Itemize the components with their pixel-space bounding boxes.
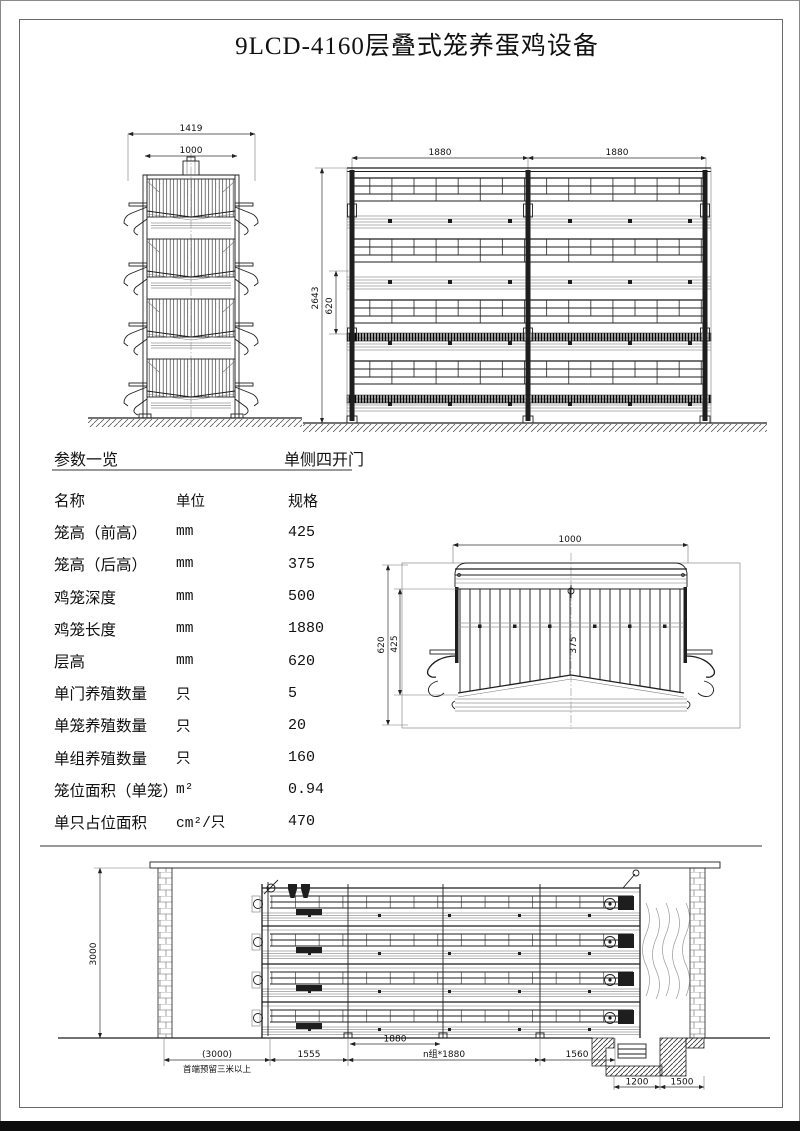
dim-end-cage-width: 1000 (180, 146, 203, 156)
param-name: 笼高（前高） (54, 525, 148, 543)
table-row: 笼高（后高） mm 375 (54, 548, 384, 580)
param-name: 单门养殖数量 (54, 686, 148, 704)
installation-drawing: 3000 (58, 861, 770, 1090)
param-unit: mm (176, 588, 194, 605)
param-unit: mm (176, 653, 194, 670)
dim-install-unit-length: 1880 (384, 1035, 407, 1045)
param-unit: cm²/只 (176, 816, 226, 833)
params-section-rule (52, 469, 352, 471)
param-spec: 5 (288, 684, 298, 702)
param-spec: 425 (288, 523, 316, 541)
param-name: 笼高（后高） (54, 557, 148, 575)
param-unit: m² (176, 781, 194, 798)
param-unit: mm (176, 556, 194, 573)
dim-detail-back-height: 375 (569, 636, 579, 653)
table-row: 鸡笼深度 mm 500 (54, 581, 384, 613)
param-spec: 500 (288, 588, 316, 606)
params-section-subtitle: 单侧四开门 (284, 452, 365, 469)
param-unit: mm (176, 524, 194, 541)
dim-install-house-height: 3000 (89, 942, 99, 965)
table-row: 笼高（前高） mm 425 (54, 516, 384, 548)
param-spec: 375 (288, 555, 316, 573)
dim-install-pit-rear: 1500 (671, 1078, 694, 1088)
sheet-bottom-bar (0, 1121, 800, 1131)
col-header-unit: 单位 (176, 493, 205, 510)
note-front-clearance: 首端预留三米以上 (183, 1064, 252, 1075)
params-section-title: 参数一览 (54, 452, 119, 469)
param-unit: 只 (176, 719, 191, 736)
param-unit: 只 (176, 752, 191, 769)
param-name: 单组养殖数量 (54, 750, 148, 768)
param-name: 鸡笼深度 (54, 589, 117, 607)
dim-install-rear-gap: 1560 (566, 1050, 589, 1060)
dim-detail-front-height: 425 (390, 635, 400, 652)
dim-front-bay2: 1880 (606, 148, 629, 158)
dim-install-row-length: n组*1880 (423, 1048, 465, 1060)
col-header-spec: 规格 (288, 492, 319, 510)
param-name: 鸡笼长度 (54, 621, 117, 639)
param-spec: 620 (288, 652, 316, 670)
param-name: 单只占位面积 (54, 814, 148, 832)
section-divider (40, 845, 762, 847)
dim-front-bay1: 1880 (429, 148, 452, 158)
param-spec: 0.94 (288, 781, 325, 799)
param-name: 层高 (54, 654, 86, 672)
page-title: 9LCD-4160层叠式笼养蛋鸡设备 (235, 33, 599, 60)
param-unit: 只 (176, 687, 191, 704)
table-row: 单笼养殖数量 只 20 (54, 709, 384, 741)
table-row: 单组养殖数量 只 160 (54, 742, 384, 774)
table-row: 单门养殖数量 只 5 (54, 677, 384, 709)
table-header-row: 名称 单位 规格 (54, 484, 384, 516)
cage-detail-drawing: 1000 375 (377, 535, 741, 729)
col-header-name: 名称 (54, 493, 86, 511)
param-name: 笼位面积（单笼） (54, 782, 179, 800)
parameters-table: 名称 单位 规格 笼高（前高） mm 425 笼高（后高） mm 375 鸡笼深… (54, 484, 384, 838)
dim-detail-width: 1000 (559, 535, 582, 545)
dim-install-pit-width: 1200 (626, 1078, 649, 1088)
param-spec: 470 (288, 813, 316, 831)
table-row: 层高 mm 620 (54, 645, 384, 677)
dim-front-tier-height: 620 (325, 297, 335, 314)
param-name: 单笼养殖数量 (54, 718, 148, 736)
dim-detail-tier-height: 620 (377, 636, 387, 653)
dim-install-end-gap: 1555 (298, 1050, 321, 1060)
dim-end-total-width: 1419 (180, 124, 203, 134)
end-view-drawing: 1419 1000 (88, 124, 302, 427)
param-spec: 20 (288, 716, 307, 734)
table-row: 鸡笼长度 mm 1880 (54, 613, 384, 645)
front-view-drawing: 1880 1880 2643 620 (303, 148, 767, 432)
table-row: 单只占位面积 cm²/只 470 (54, 806, 384, 838)
param-spec: 160 (288, 749, 316, 767)
param-spec: 1880 (288, 620, 325, 638)
dim-install-front-clearance: (3000) (202, 1050, 232, 1060)
dim-front-total-height: 2643 (311, 287, 321, 310)
param-unit: mm (176, 620, 194, 637)
table-row: 笼位面积（单笼） m² 0.94 (54, 774, 384, 806)
